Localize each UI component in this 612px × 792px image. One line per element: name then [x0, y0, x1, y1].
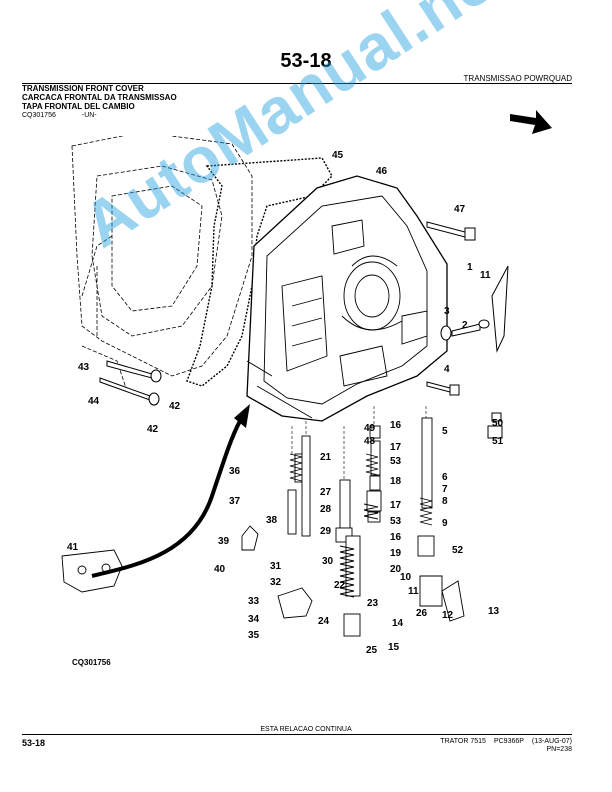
callout-label: 42: [147, 424, 159, 435]
figure-suffix: -UN-: [81, 112, 97, 119]
callout-label: 11: [480, 270, 491, 281]
callout-label: 25: [366, 645, 378, 656]
callout-label: 22: [334, 580, 346, 591]
callout-label: 53: [390, 516, 402, 527]
callout-label: 46: [376, 166, 388, 177]
footer-page-number: 53-18: [22, 738, 46, 748]
callout-label: 53: [390, 456, 402, 467]
arrow-right-down-icon: [510, 110, 552, 134]
callout-label: 29: [320, 526, 332, 537]
callout-label: 50: [492, 418, 504, 429]
callout-label: 10: [400, 572, 412, 583]
callout-label: 16: [390, 532, 402, 543]
figure-id-line: CQ301756 -UN-: [22, 112, 123, 119]
footer-date: (13-AUG-07): [531, 738, 572, 745]
callout-label: 17: [390, 500, 402, 511]
header-divider: [22, 83, 572, 84]
callout-label: 16: [390, 420, 402, 431]
callout-label: 5: [442, 426, 448, 437]
figure-id: CQ301756: [22, 112, 56, 119]
callout-label: 11: [408, 586, 419, 597]
callout-label: 18: [390, 476, 402, 487]
callout-label: 47: [454, 204, 466, 215]
callout-label: 14: [392, 618, 404, 629]
callout-label: 38: [266, 515, 278, 526]
callout-label: 2: [462, 320, 468, 331]
callout-label: 1: [467, 262, 473, 273]
callout-label: 27: [320, 487, 332, 498]
continue-text: ESTA RELACAO CONTINUA: [256, 726, 356, 733]
callout-label: 21: [320, 452, 332, 463]
callout-label: 6: [442, 472, 448, 483]
callout-label: 31: [270, 561, 282, 572]
callout-label: 42: [169, 401, 181, 412]
callout-label: 17: [390, 442, 402, 453]
callout-label: 12: [442, 610, 454, 621]
continue-notice: ESTA RELACAO CONTINUA: [0, 726, 612, 733]
callout-label: 23: [367, 598, 379, 609]
callout-label: 51: [492, 436, 504, 447]
callout-label: 49: [364, 423, 376, 434]
callout-label: 36: [229, 466, 241, 477]
footer-publication: PC9366P: [493, 738, 524, 745]
footer-page-code: PN=238: [546, 746, 573, 753]
callout-label: 7: [442, 484, 448, 495]
footer-info: TRATOR 7515 PC9366P (13-AUG-07) PN=238: [432, 738, 572, 754]
callout-label: 24: [318, 616, 330, 627]
callout-label: 43: [78, 362, 90, 373]
callout-label: 39: [218, 536, 230, 547]
callout-label: 37: [229, 496, 241, 507]
callout-label: 3: [444, 306, 450, 317]
callout-label: 26: [416, 608, 428, 619]
footer-divider: [22, 734, 572, 735]
footer-model: TRATOR 7515: [440, 738, 486, 745]
callout-label: 41: [67, 542, 79, 553]
callout-label: 19: [390, 548, 402, 559]
callout-label: 9: [442, 518, 448, 529]
callout-label: 45: [332, 150, 344, 161]
callout-label: 48: [364, 436, 376, 447]
callout-label: 52: [452, 545, 464, 556]
figure-caption-code: CQ301756: [72, 658, 111, 667]
callout-label: 32: [270, 577, 282, 588]
callout-label: 40: [214, 564, 226, 575]
section-name: TRANSMISSAO POWRQUAD: [463, 74, 572, 83]
callout-label: 34: [248, 614, 260, 625]
callout-label: 44: [88, 396, 100, 407]
callout-label: 30: [322, 556, 334, 567]
page-title: 53-18: [280, 50, 332, 72]
callout-label: 13: [488, 606, 500, 617]
callout-label: 20: [390, 564, 402, 575]
title-english: TRANSMISSION FRONT COVER: [22, 84, 144, 93]
callout-label: 33: [248, 596, 260, 607]
title-portuguese: CARCACA FRONTAL DA TRANSMISSAO: [22, 93, 177, 102]
callout-label: 28: [320, 504, 332, 515]
title-spanish: TAPA FRONTAL DEL CAMBIO: [22, 102, 135, 111]
callout-label: 35: [248, 630, 260, 641]
callout-label: 15: [388, 642, 400, 653]
callout-label: 8: [442, 496, 448, 507]
callout-label: 4: [444, 364, 450, 375]
